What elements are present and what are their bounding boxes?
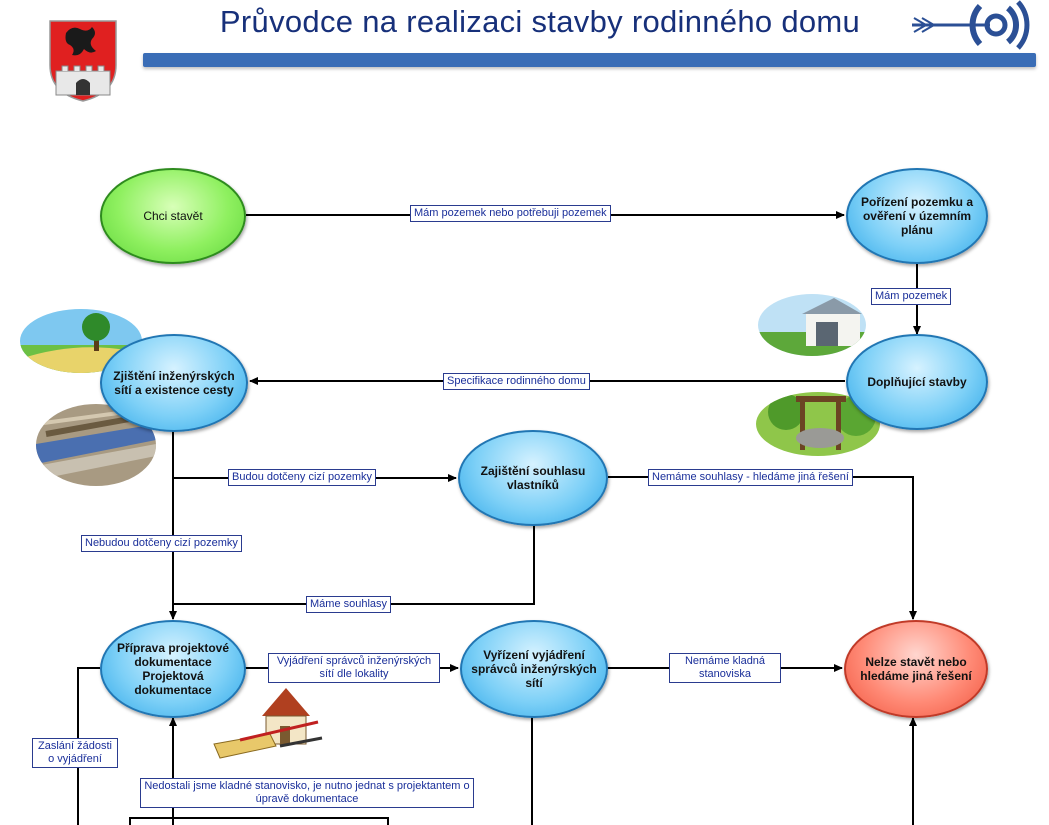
label-mam-pozemek: Mám pozemek	[871, 288, 952, 305]
node-porizeni-pozemku: Pořízení pozemku a ověření v územním plá…	[846, 168, 988, 264]
arrow-souhlas-to-nelze	[608, 476, 917, 620]
arrow-mame-souhlasy	[173, 524, 535, 605]
label-vyjadreni-spravcu: Vyjádření správců inženýrských sítí dle …	[268, 653, 440, 683]
header-bar	[143, 53, 1036, 67]
node-doplnujici-stavby: Doplňující stavby	[846, 334, 988, 430]
label-zaslani-zadosti: Zaslání žádosti o vyjádření	[32, 738, 118, 768]
garage-icon	[758, 294, 866, 356]
label-nebudou-dotceny: Nebudou dotčeny cizí pozemky	[81, 535, 242, 552]
label-nedostali: Nedostali jsme kladné stanovisko, je nut…	[140, 778, 474, 808]
node-priprava-dokumentace: Příprava projektové dokumentace Projekto…	[100, 620, 246, 718]
target-arrow-icon	[912, 0, 1030, 50]
node-souhlas-vlastniku: Zajištění souhlasu vlastníků	[458, 430, 608, 526]
road-construction-icon	[36, 404, 156, 486]
node-nelze-stavet: Nelze stavět nebo hledáme jiná řešení	[844, 620, 988, 718]
line-nedostali-bottom	[129, 817, 389, 825]
line-zaslani-zadosti	[77, 667, 100, 825]
node-chci-stavet: Chci stavět	[100, 168, 246, 264]
node-vyrizeni-vyjadreni: Vyřízení vyjádření správců inženýrských …	[460, 620, 608, 718]
label-nemame-souhlasy: Nemáme souhlasy - hledáme jiná řešení	[648, 469, 853, 486]
label-budou-dotceny: Budou dotčeny cizí pozemky	[228, 469, 377, 486]
label-specifikace: Specifikace rodinného domu	[443, 373, 590, 390]
house-plans-icon	[213, 688, 323, 759]
label-nemame-kladna: Nemáme kladná stanoviska	[669, 653, 781, 683]
label-mam-pozemek-nebo: Mám pozemek nebo potřebuji pozemek	[410, 205, 611, 222]
label-mame-souhlasy: Máme souhlasy	[306, 596, 392, 613]
page-title: Průvodce na realizaci stavby rodinného d…	[219, 4, 861, 39]
node-zjisteni-siti: Zjištění inženýrských sítí a existence c…	[100, 334, 248, 432]
coat-of-arms-icon	[49, 20, 117, 102]
